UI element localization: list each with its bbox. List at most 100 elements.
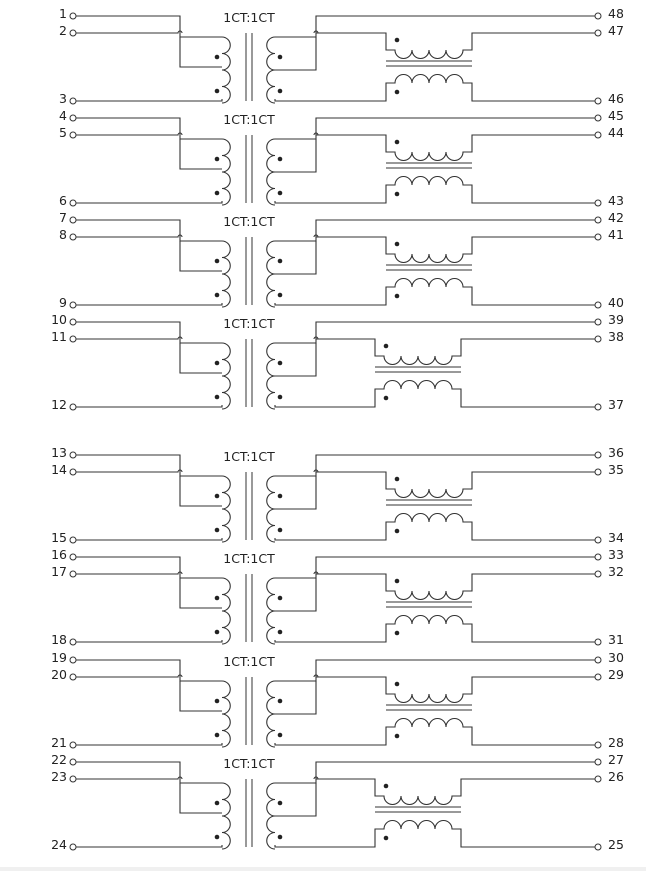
pin-label: 29 — [608, 667, 624, 682]
pin-label: 23 — [51, 769, 67, 784]
secondary-wire-a — [275, 659, 595, 682]
choke-lower — [316, 718, 595, 746]
polarity-dot — [383, 343, 389, 349]
pin-label: 35 — [608, 462, 624, 477]
secondary-wire-b — [274, 303, 316, 306]
pin-terminal — [594, 199, 602, 207]
secondary-winding — [266, 475, 276, 543]
polarity-dot — [277, 698, 283, 704]
primary-wire-a — [76, 556, 222, 579]
pin-terminal — [594, 570, 602, 578]
pin-label: 36 — [608, 445, 624, 460]
pin-label: 48 — [608, 6, 624, 21]
pin-terminal — [69, 553, 77, 561]
primary-ct-tap — [179, 681, 222, 712]
polarity-dot — [277, 527, 283, 533]
choke-upper — [316, 471, 595, 498]
secondary-ct-tap — [275, 681, 317, 715]
primary-wire-b — [76, 201, 223, 204]
pin-terminal — [69, 12, 77, 20]
secondary-wire-a — [275, 556, 595, 579]
polarity-dot — [214, 258, 220, 264]
polarity-dot — [214, 527, 220, 533]
polarity-dot — [277, 292, 283, 298]
pin-label: 42 — [608, 210, 624, 225]
choke-lower — [316, 278, 595, 306]
pin-terminal — [69, 29, 77, 37]
polarity-dot — [214, 88, 220, 94]
pin-label: 38 — [608, 329, 624, 344]
primary-ct-wire — [76, 469, 183, 473]
pin-label: 2 — [59, 23, 67, 38]
primary-wire-a — [76, 15, 222, 38]
choke-upper-lead — [318, 573, 387, 575]
pin-terminal — [69, 403, 77, 411]
secondary-ct-tap — [275, 37, 317, 71]
primary-ct-wire — [76, 336, 183, 340]
pin-terminal — [69, 335, 77, 343]
polarity-dot — [394, 191, 400, 197]
polarity-dot — [214, 800, 220, 806]
primary-wire-b — [76, 538, 223, 541]
pin-label: 44 — [608, 125, 624, 140]
polarity-dot — [394, 476, 400, 482]
secondary-wire-b — [274, 538, 316, 541]
pin-label: 47 — [608, 23, 624, 38]
pin-label: 12 — [51, 397, 67, 412]
pin-terminal — [594, 12, 602, 20]
pin-terminal — [594, 301, 602, 309]
pin-terminal — [594, 131, 602, 139]
secondary-wire-a — [275, 219, 595, 242]
pin-label: 31 — [608, 632, 624, 647]
polarity-dot — [277, 190, 283, 196]
secondary-wire-a — [275, 321, 595, 344]
polarity-dot — [214, 595, 220, 601]
choke-upper — [316, 236, 595, 263]
polarity-dot — [277, 360, 283, 366]
primary-winding — [221, 138, 231, 206]
pin-label: 9 — [59, 295, 67, 310]
pin-label: 10 — [51, 312, 67, 327]
primary-wire-a — [76, 454, 222, 477]
pin-label: 5 — [59, 125, 67, 140]
polarity-dot — [277, 88, 283, 94]
secondary-ct-tap — [275, 476, 317, 510]
bottom-edge — [0, 867, 646, 871]
pin-label: 43 — [608, 193, 624, 208]
pin-terminal — [69, 656, 77, 664]
ratio-label: 1CT:1CT — [223, 316, 275, 331]
secondary-wire-a — [275, 454, 595, 477]
secondary-ct-tap — [275, 139, 317, 173]
polarity-dot — [394, 139, 400, 145]
polarity-dot — [394, 578, 400, 584]
primary-wire-b — [76, 303, 223, 306]
polarity-dot — [214, 698, 220, 704]
polarity-dot — [214, 629, 220, 635]
polarity-dot — [277, 54, 283, 60]
pin-label: 15 — [51, 530, 67, 545]
pin-terminal — [594, 741, 602, 749]
choke-upper — [316, 573, 595, 600]
choke-upper-lead — [318, 471, 387, 473]
primary-ct-tap — [179, 37, 222, 68]
choke-upper-lead — [318, 676, 387, 678]
primary-wire-b — [76, 845, 223, 848]
polarity-dot — [394, 241, 400, 247]
pin-label: 4 — [59, 108, 67, 123]
pin-label: 34 — [608, 530, 624, 545]
polarity-dot — [394, 630, 400, 636]
primary-ct-wire — [76, 674, 183, 678]
polarity-dot — [214, 360, 220, 366]
pin-terminal — [69, 114, 77, 122]
pin-terminal — [69, 673, 77, 681]
choke-upper-lead — [318, 338, 376, 340]
primary-winding — [221, 36, 231, 104]
polarity-dot — [277, 394, 283, 400]
primary-ct-tap — [179, 139, 222, 170]
polarity-dot — [394, 528, 400, 534]
